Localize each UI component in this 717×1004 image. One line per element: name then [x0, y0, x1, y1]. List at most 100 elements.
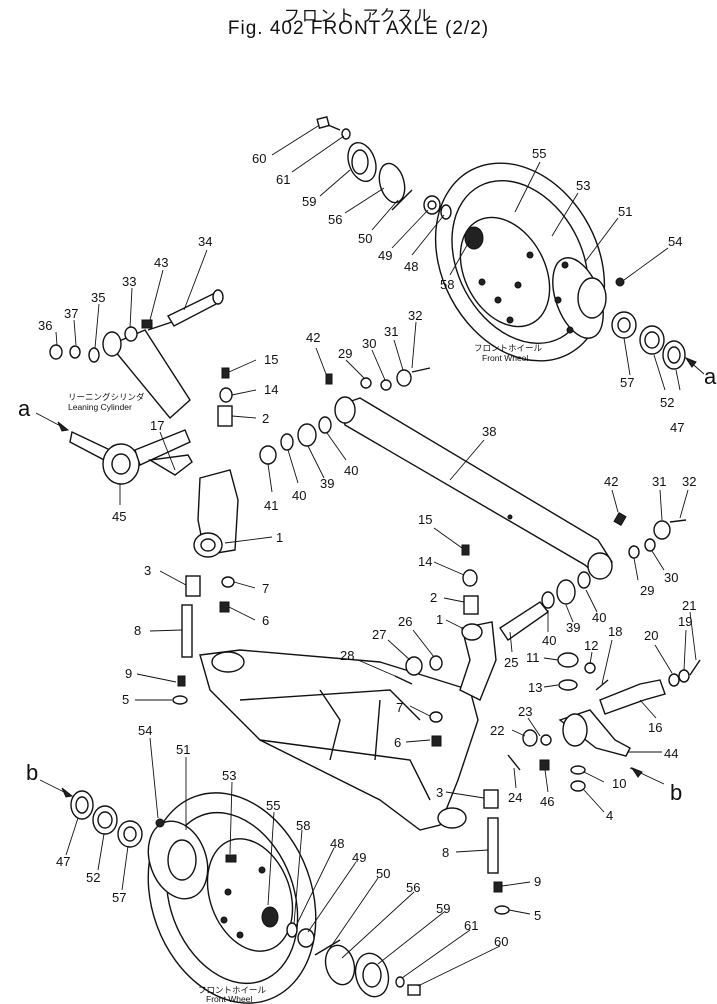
bushing-2-right	[463, 595, 479, 615]
gasket-56-bottom	[324, 944, 356, 986]
callout-3-right: 3	[436, 785, 443, 800]
callout-46: 46	[540, 794, 554, 809]
callout-39-right: 39	[566, 620, 580, 635]
bushing-39-left	[297, 423, 317, 447]
fitting-42-left	[325, 373, 333, 385]
callout-49-bottom: 49	[352, 850, 366, 865]
axle-beam	[199, 649, 479, 831]
callout-52-top: 52	[660, 395, 674, 410]
callout-56-bottom: 56	[406, 880, 420, 895]
cap-59-top	[347, 141, 377, 183]
stud-53-bottom	[225, 854, 237, 863]
bearing-57-bottom	[117, 820, 143, 848]
callout-32-right: 32	[682, 474, 696, 489]
callout-20: 20	[644, 628, 658, 643]
callout-54-bottom: 54	[138, 723, 152, 738]
wheel-hub-top	[552, 257, 607, 339]
callout-58-top: 58	[440, 277, 454, 292]
nut-49-top	[423, 195, 441, 215]
callout-39-left: 39	[320, 476, 334, 491]
nut-22	[522, 729, 538, 747]
fitting-9-right	[493, 881, 503, 893]
callout-21: 21	[682, 598, 696, 613]
pin-21	[689, 659, 701, 676]
title-japanese: フロント アクスル	[283, 8, 434, 25]
callout-37: 37	[64, 306, 78, 321]
caption-front-wheel-top-en: Front Wheel	[482, 353, 528, 363]
wheel-hub-bottom	[147, 820, 209, 900]
nut-31-right	[653, 520, 671, 540]
seal-40-right-a	[541, 591, 555, 609]
callout-4: 4	[606, 808, 613, 823]
callout-12: 12	[584, 638, 598, 653]
front-wheel-bottom	[147, 792, 317, 1004]
fitting-6-right	[431, 735, 442, 747]
caption-front-wheel-bottom-jp: フロントホイール	[198, 985, 267, 995]
callout-60-bottom: 60	[494, 934, 508, 949]
washer-35	[88, 347, 100, 363]
plug-5-right	[494, 905, 510, 915]
ref-a-right-label: a	[704, 364, 717, 389]
pin-50-bottom	[314, 939, 341, 956]
callout-55-bottom: 55	[266, 798, 280, 813]
arm-1-left	[193, 469, 239, 558]
pin-18	[595, 679, 609, 691]
callout-47-bottom: 47	[56, 854, 70, 869]
callout-34: 34	[198, 234, 212, 249]
callout-33: 33	[122, 274, 136, 289]
ref-b-right-label: b	[670, 780, 682, 805]
bushing-3-right	[483, 789, 499, 809]
callout-1-right: 1	[436, 612, 443, 627]
callout-48-top: 48	[404, 259, 418, 274]
spindle-16	[599, 679, 666, 715]
callout-23: 23	[518, 704, 532, 719]
washer-29-right	[628, 545, 640, 559]
pin-8-right	[487, 817, 499, 874]
callout-19: 19	[678, 614, 692, 629]
gasket-56-top	[378, 162, 406, 204]
callout-58-bottom: 58	[296, 818, 310, 833]
callout-31-right: 31	[652, 474, 666, 489]
washer-61-bottom	[395, 976, 405, 988]
caption-leaning-cylinder-en: Leaning Cylinder	[68, 402, 132, 412]
nut-14-right	[462, 569, 478, 587]
bushing-3-left	[185, 575, 201, 597]
washer-20	[668, 673, 680, 687]
oil-seal-52-bottom	[92, 805, 118, 835]
fitting-6-left	[219, 601, 230, 613]
callout-35: 35	[91, 290, 105, 305]
nut-27	[405, 656, 423, 676]
callout-56-top: 56	[328, 212, 342, 227]
callout-11: 11	[526, 650, 540, 665]
washer-23	[540, 734, 552, 746]
fitting-42-right	[613, 511, 627, 527]
callout-43: 43	[154, 255, 168, 270]
callout-5-right: 5	[534, 908, 541, 923]
callout-30-right: 30	[664, 570, 678, 585]
callout-59-top: 59	[302, 194, 316, 209]
callout-61-top: 61	[276, 172, 290, 187]
leaning-cylinder	[102, 319, 191, 420]
callout-30-top: 30	[362, 336, 376, 351]
callout-8-right: 8	[442, 845, 449, 860]
ref-arrow-b-left	[39, 779, 74, 798]
lever-17	[147, 454, 193, 476]
knuckle-arm-25	[499, 601, 550, 641]
ref-a-left-label: a	[18, 396, 31, 421]
callout-60-top: 60	[252, 151, 266, 166]
tie-rod-38	[334, 396, 613, 580]
washer-10	[570, 765, 586, 775]
callout-51-top: 51	[618, 204, 632, 219]
shim-13	[558, 679, 578, 691]
caption-front-wheel-top-jp: フロントホイール	[474, 343, 543, 353]
lock-7-left	[221, 576, 235, 588]
nut-31-top	[396, 369, 412, 387]
callout-14-left: 14	[264, 382, 278, 397]
callout-5-left: 5	[122, 692, 129, 707]
callout-7-left: 7	[262, 581, 269, 596]
nut-12	[584, 662, 596, 674]
pin-24	[507, 754, 521, 771]
knuckle-45	[69, 429, 191, 485]
oil-seal-52-top	[639, 325, 665, 355]
pin-28	[394, 675, 413, 685]
